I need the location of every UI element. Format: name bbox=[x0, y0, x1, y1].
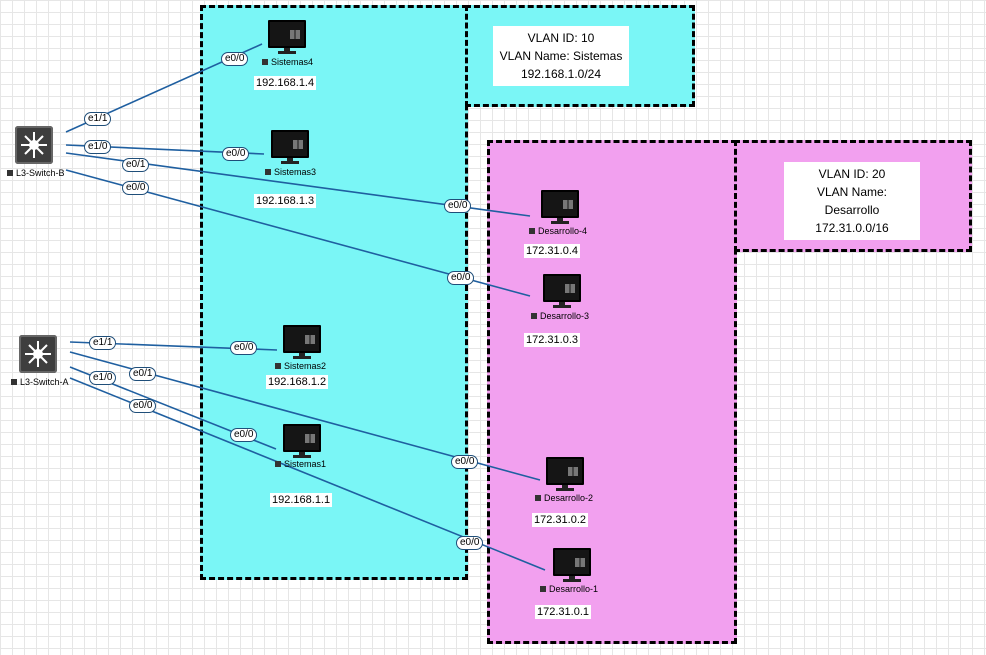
iface-tag: e0/1 bbox=[122, 158, 150, 172]
iface-tag: e1/0 bbox=[89, 371, 117, 385]
iface-tag: e0/0 bbox=[129, 399, 157, 413]
iface-tag: e0/0 bbox=[122, 181, 150, 195]
computer-icon bbox=[271, 130, 309, 158]
switch-label: L3-Switch-B bbox=[7, 168, 65, 178]
computer-icon bbox=[543, 274, 581, 302]
iface-tag: e0/0 bbox=[230, 341, 258, 355]
ip-label: 192.168.1.1 bbox=[270, 493, 333, 507]
vlan20-info-box: VLAN ID: 20 VLAN Name: Desarrollo 172.31… bbox=[784, 162, 920, 240]
computer-icon bbox=[546, 457, 584, 485]
l3-switch-icon bbox=[19, 335, 57, 373]
pc-label: Sistemas2 bbox=[275, 361, 326, 371]
pc-label: Sistemas4 bbox=[262, 57, 313, 67]
ip-label: 172.31.0.3 bbox=[524, 333, 580, 347]
l3-switch-icon bbox=[15, 126, 53, 164]
vlan20-network: 172.31.0.0/16 bbox=[815, 221, 889, 235]
iface-tag: e1/0 bbox=[84, 140, 112, 154]
computer-icon bbox=[541, 190, 579, 218]
iface-tag: e1/1 bbox=[84, 112, 112, 126]
computer-icon bbox=[553, 548, 591, 576]
ip-label: 172.31.0.4 bbox=[524, 244, 580, 258]
pc-label: Sistemas1 bbox=[275, 459, 326, 469]
iface-tag: e0/0 bbox=[451, 455, 479, 469]
computer-icon bbox=[283, 424, 321, 452]
pc-label: Desarrollo-4 bbox=[529, 226, 587, 236]
ip-label: 192.168.1.3 bbox=[254, 194, 317, 208]
computer-icon bbox=[268, 20, 306, 48]
pc-label: Sistemas3 bbox=[265, 167, 316, 177]
iface-tag: e0/0 bbox=[444, 199, 472, 213]
iface-tag: e0/0 bbox=[447, 271, 475, 285]
pc-label: Desarrollo-1 bbox=[540, 584, 598, 594]
iface-tag: e0/1 bbox=[129, 367, 157, 381]
iface-tag: e0/0 bbox=[221, 52, 249, 66]
ip-label: 192.168.1.2 bbox=[266, 375, 329, 389]
ip-label: 172.31.0.1 bbox=[535, 605, 591, 619]
vlan20-id: VLAN ID: 20 bbox=[818, 167, 886, 181]
ip-label: 192.168.1.4 bbox=[254, 76, 317, 90]
switch-label: L3-Switch-A bbox=[11, 377, 69, 387]
iface-tag: e0/0 bbox=[230, 428, 258, 442]
vlan10-network: 192.168.1.0/24 bbox=[520, 67, 602, 81]
iface-tag: e0/0 bbox=[222, 147, 250, 161]
vlan10-id: VLAN ID: 10 bbox=[527, 31, 595, 45]
computer-icon bbox=[283, 325, 321, 353]
pc-label: Desarrollo-3 bbox=[531, 311, 589, 321]
iface-tag: e1/1 bbox=[89, 336, 117, 350]
vlan10-info-box: VLAN ID: 10 VLAN Name: Sistemas 192.168.… bbox=[493, 26, 629, 86]
pc-label: Desarrollo-2 bbox=[535, 493, 593, 503]
vlan20-name: VLAN Name: Desarrollo bbox=[816, 185, 888, 217]
vlan10-name: VLAN Name: Sistemas bbox=[499, 49, 623, 63]
ip-label: 172.31.0.2 bbox=[532, 513, 588, 527]
iface-tag: e0/0 bbox=[456, 536, 484, 550]
vlan20-zone bbox=[487, 140, 737, 644]
